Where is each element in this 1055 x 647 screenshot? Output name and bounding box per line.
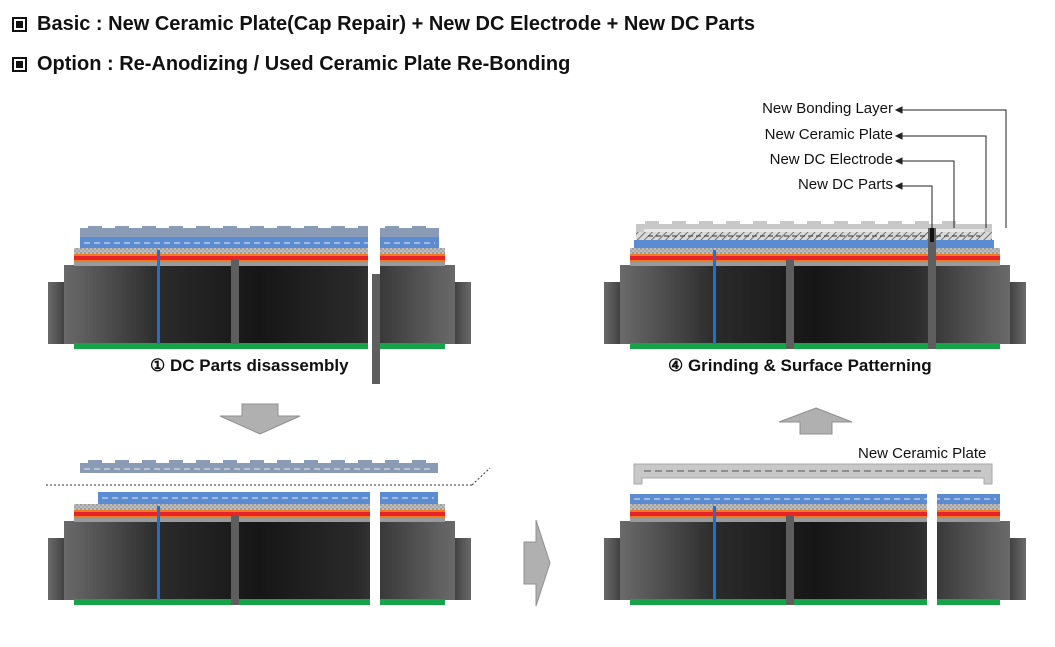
new-ceramic-plate-label: New Ceramic Plate	[858, 445, 987, 462]
arrow-down	[219, 403, 301, 435]
callout-bonding-layer: New Bonding Layer	[762, 100, 893, 117]
square-bullet-icon	[12, 57, 27, 72]
panel-step4-chuck	[604, 221, 1026, 349]
header-option-text: Option : Re-Anodizing / Used Ceramic Pla…	[37, 53, 571, 75]
panel-step3-chuck	[604, 463, 1026, 611]
step4-label: ④ Grinding & Surface Patterning	[668, 356, 932, 375]
callout-ceramic-plate: New Ceramic Plate	[764, 126, 893, 143]
callout-lines	[894, 106, 1007, 228]
header-basic-text: Basic : New Ceramic Plate(Cap Repair) + …	[37, 13, 756, 35]
panel-step1-chuck	[48, 226, 471, 384]
panel-step2-chuck	[46, 460, 491, 611]
header-option: Option : Re-Anodizing / Used Ceramic Pla…	[12, 53, 570, 76]
arrow-up	[778, 407, 853, 435]
arrow-right	[523, 519, 551, 607]
callout-dc-electrode: New DC Electrode	[769, 151, 893, 168]
step1-label: ① DC Parts disassembly	[150, 356, 349, 375]
header-basic: Basic : New Ceramic Plate(Cap Repair) + …	[12, 13, 755, 36]
callout-dc-parts: New DC Parts	[797, 176, 893, 193]
square-bullet-icon	[12, 17, 27, 32]
